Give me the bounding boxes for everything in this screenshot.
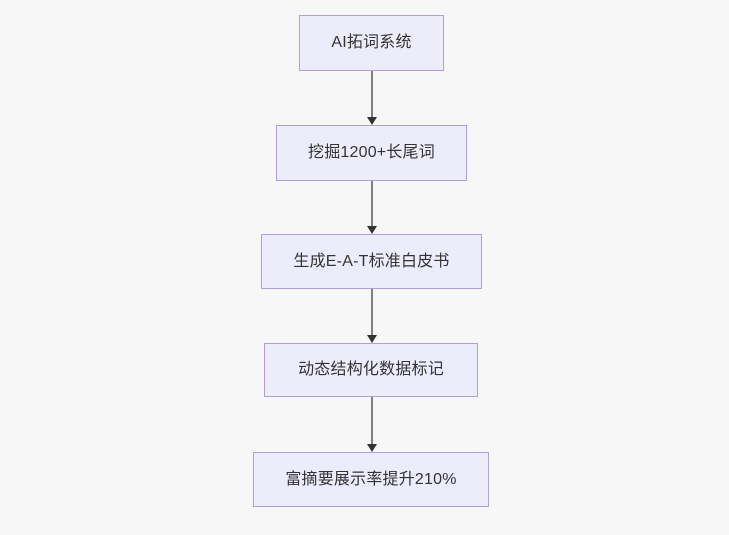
edge-line [371, 289, 373, 336]
flow-node-label: 生成E-A-T标准白皮书 [293, 252, 450, 270]
edge-line [371, 71, 373, 118]
flow-node-3[interactable]: 生成E-A-T标准白皮书 [261, 234, 482, 289]
flow-edge [367, 289, 377, 343]
flow-edge [367, 71, 377, 125]
flow-edge [367, 181, 377, 234]
flow-node-label: 富摘要展示率提升210% [285, 470, 457, 488]
flow-node-5[interactable]: 富摘要展示率提升210% [253, 452, 489, 507]
edge-line [371, 181, 373, 227]
arrowhead-icon [367, 226, 377, 234]
arrowhead-icon [367, 444, 377, 452]
flow-edge [367, 397, 377, 452]
arrowhead-icon [367, 117, 377, 125]
flow-node-label: 动态结构化数据标记 [298, 361, 444, 379]
flow-node-4[interactable]: 动态结构化数据标记 [264, 343, 478, 397]
flow-node-2[interactable]: 挖掘1200+长尾词 [276, 125, 467, 181]
flow-node-label: AI拓词系统 [331, 34, 412, 52]
edge-line [371, 397, 373, 445]
flow-node-label: 挖掘1200+长尾词 [308, 144, 435, 162]
flow-node-1[interactable]: AI拓词系统 [299, 15, 444, 71]
arrowhead-icon [367, 335, 377, 343]
